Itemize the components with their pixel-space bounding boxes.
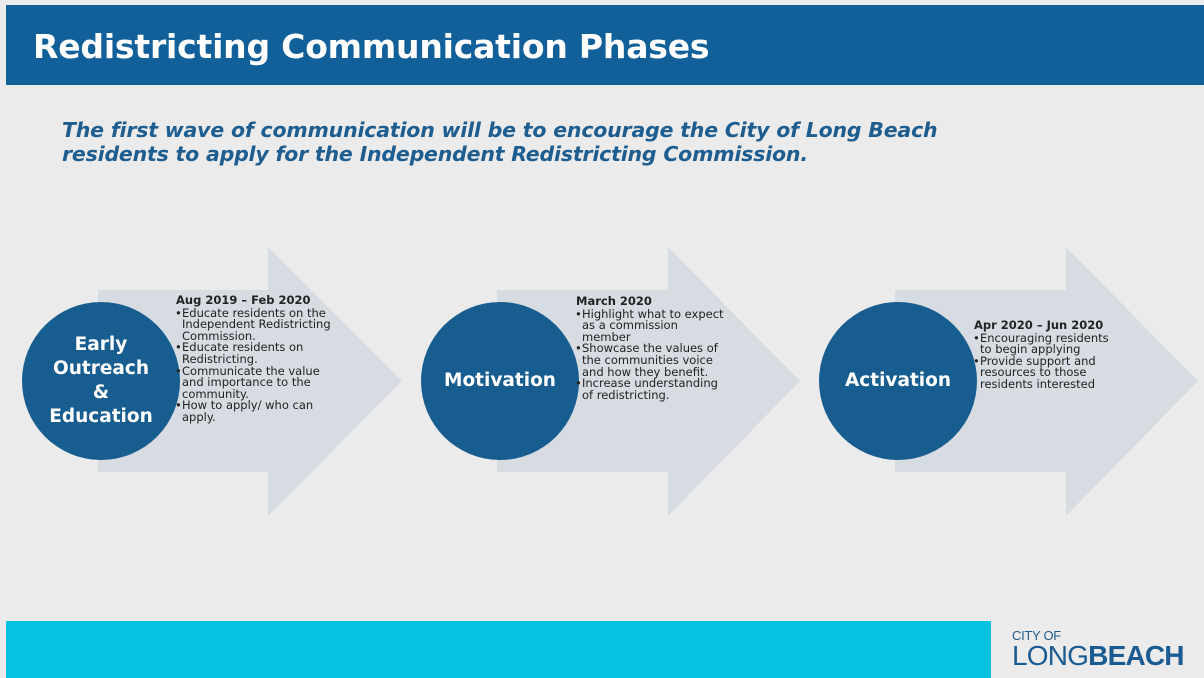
phase-bullet: Highlight what to expect as a commission…: [575, 308, 724, 344]
logo-beach: BEACH: [1088, 640, 1184, 671]
phase-bullet: Educate residents on the Independent Red…: [175, 307, 336, 343]
logo-long: LONG: [1012, 640, 1089, 671]
phase-name: Motivation: [444, 370, 556, 391]
phase-bullet: Encouraging residents to begin applying: [973, 332, 1119, 356]
phase-bullet: How to apply/ who can apply.: [175, 399, 336, 423]
phase-name: Activation: [844, 370, 952, 391]
phase-bullet: Educate residents on Redistricting.: [175, 342, 336, 365]
phase-bullet: Communicate the value and importance to …: [175, 365, 336, 401]
phase-details-1: Aug 2019 – Feb 2020 Educate residents on…: [175, 293, 336, 424]
phase-details-2: March 2020 Highlight what to expect as a…: [575, 294, 724, 401]
footer-bar: [6, 621, 991, 678]
phase-period: Aug 2019 – Feb 2020: [176, 293, 311, 307]
phase-period: March 2020: [576, 294, 652, 308]
subtitle: The first wave of communication will be …: [62, 118, 938, 166]
phase-bullet: Provide support and resources to those r…: [973, 355, 1119, 391]
header-bar: Redistricting Communication Phases: [6, 5, 1204, 85]
phase-bullet: Increase understanding of redistricting.: [575, 377, 724, 401]
logo-city-of: CITY OF: [1012, 628, 1061, 643]
phase-circle-early-outreach: Early Outreach & Education: [22, 302, 180, 460]
logo-wordmark: LONGBEACH: [1012, 640, 1185, 672]
phase-details-3: Apr 2020 – Jun 2020 Encouraging resident…: [973, 318, 1119, 391]
phase-circle-motivation: Motivation: [421, 302, 579, 460]
phase-period: Apr 2020 – Jun 2020: [974, 318, 1104, 332]
phase-bullet: Showcase the values of the communities v…: [575, 343, 724, 378]
city-logo: CITY OF LONGBEACH: [1012, 628, 1198, 674]
phase-circle-activation: Activation: [819, 302, 977, 460]
page-title: Redistricting Communication Phases: [33, 27, 710, 66]
phase-name: Early Outreach & Education: [49, 334, 153, 427]
